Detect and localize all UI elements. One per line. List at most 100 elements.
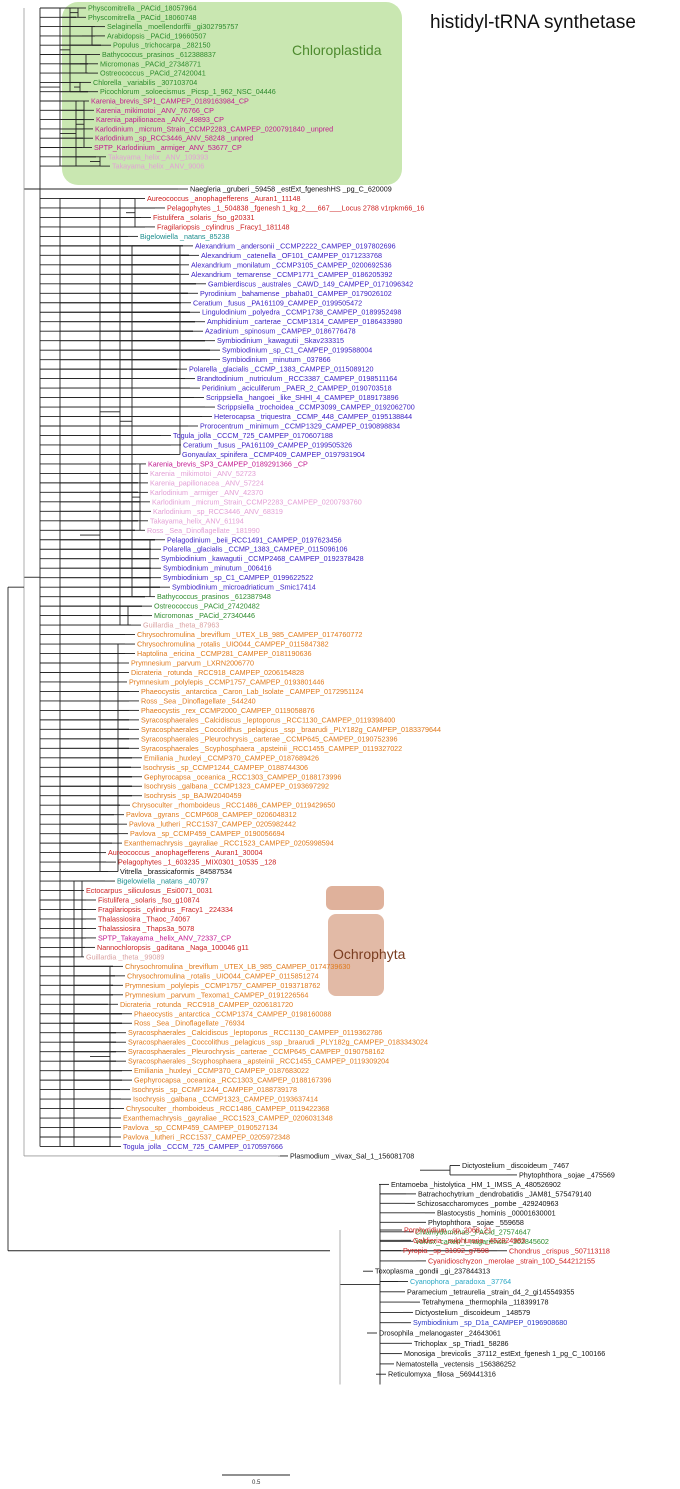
leaf-label: Exanthemachrysis _gayraliae _RCC1523_CAM…: [123, 1114, 333, 1123]
leaf-label: Chrysoculter _rhomboideus _RCC1486_CAMPE…: [126, 1104, 329, 1113]
leaf-label: Phaeocystis _antarctica _CCMP1374_CAMPEP…: [134, 1009, 331, 1018]
leaf-label: Alexandrium _temarense _CCMP1771_CAMPEP_…: [191, 270, 392, 279]
leaf-label: Syracosphaerales _Scyphosphaera _apstein…: [141, 744, 402, 753]
leaf-label: Pelagophytes _1_504838 _fgenesh 1_kg_2__…: [167, 203, 424, 212]
leaf-label: Nannochloropsis _gaditana _Naga_100046 g…: [97, 943, 249, 952]
leaf-label: Symbiodinium _sp_C1_CAMPEP_0199588004: [222, 346, 372, 355]
leaf-label: Guillardia _theta_87963: [143, 621, 219, 630]
leaf-label: Guillardia _theta _99089: [86, 952, 164, 961]
leaf-label: Ross _Sea_Dinoflagellate _181990: [147, 526, 260, 535]
leaf-label: Emiliania _huxleyi _CCMP370_CAMPEP_01876…: [144, 753, 319, 762]
leaf-label: Bigelowiella _natans _40797: [117, 877, 209, 886]
leaf-label: Exanthemachrysis _gayraliae _RCC1523_CAM…: [124, 839, 334, 848]
leaf-label: Alexandrium _monilatum _CCMP3105_CAMPEP_…: [191, 260, 392, 269]
leaf-label: Fistulifera _solaris _fso_g10874: [98, 896, 199, 905]
clade-label-ochrophyta: Ochrophyta: [333, 946, 406, 962]
leaf-label: Syracosphaerales _Coccolithus _pelagicus…: [128, 1038, 428, 1047]
leaf-label: Cyanophora _paradoxa _37764: [410, 1277, 511, 1286]
leaf-label: Cyanidioschyzon _merolae _strain_10D_544…: [428, 1256, 595, 1265]
leaf-label: Dicrateria _rotunda _RCC918_CAMPEP_02061…: [131, 668, 304, 677]
leaf-label: Picochlorum _soloecismus _Picsp_1_962_NS…: [100, 87, 276, 96]
leaf-label: Scrippsiella _hangoei _like_SHHI_4_CAMPE…: [206, 393, 399, 402]
leaf-label: Physcomitrella _PACid_18057964: [88, 4, 197, 13]
leaf-label: Karenia_brevis_SP1_CAMPEP_0189163984_CP: [91, 97, 249, 106]
leaf-label: Prymnesium _polylepis _CCMP1757_CAMPEP_0…: [129, 677, 324, 686]
leaf-label: Dicrateria _rotunda _RCC918_CAMPEP_02061…: [120, 1000, 293, 1009]
leaf-label: Takayama_helix _ANV_109393: [108, 152, 208, 161]
leaf-label: Bigelowiella _natans_85238: [140, 232, 230, 241]
leaf-label: Prymnesium _polylepis _CCMP1757_CAMPEP_0…: [125, 981, 320, 990]
leaf-label: Dictyostelium _discoideum _7467: [462, 1161, 569, 1170]
leaf-label: Gambierdiscus _australes _CAWD_149_CAMPE…: [208, 279, 413, 288]
leaf-label: Heterocapsa _triquestra _CCMP_448_CAMPEP…: [214, 412, 412, 421]
leaf-label: Thalassiosira _Thaps3a_5078: [98, 924, 194, 933]
leaf-label: Chrysochromulina _rotalis _UIO044_CAMPEP…: [127, 971, 319, 980]
leaf-label: Physcomitrella _PACid_18060748: [88, 13, 197, 22]
leaf-label: Pelagodinium _beii_RCC1491_CAMPEP_019762…: [167, 535, 342, 544]
leaf-label: Ross _Sea _Dinoflagellate _76934: [134, 1019, 245, 1028]
leaf-label: Blastocystis _hominis _00001630001: [437, 1208, 556, 1217]
leaf-label: Karlodinium _sp_RCC3446_ANV_68319: [153, 507, 283, 516]
leaf-label: Lingulodinium _polyedra _CCMP1738_CAMPEP…: [202, 308, 401, 317]
leaf-label: Entamoeba _histolytica _HM_1_IMSS_A_4805…: [391, 1180, 561, 1189]
leaf-labels: Physcomitrella _PACid_18057964Physcomitr…: [86, 4, 615, 1379]
leaf-label: Gonyaulax_spinifera _CCMP409_CAMPEP_0197…: [182, 450, 365, 459]
leaf-label: Syracosphaerales _Pleurochrysis _cartera…: [141, 734, 398, 743]
leaf-label: Isochrysis _galbana _CCMP1323_CAMPEP_019…: [144, 782, 329, 791]
leaf-label: Symbiodinium _microadriaticum _Smic17414: [172, 583, 316, 592]
leaf-label: Amphidinium _carterae _CCMP1314_CAMPEP_0…: [207, 317, 402, 326]
leaf-label: Tetrahymena _thermophila _118399178: [422, 1298, 549, 1307]
leaf-label: Prorocentrum _minimum _CCMP1329_CAMPEP_0…: [200, 422, 400, 431]
leaf-label: Nematostella _vectensis _156386252: [396, 1359, 516, 1368]
leaf-label: Gephyrocapsa _oceanica _RCC1303_CAMPEP_0…: [144, 772, 341, 781]
leaf-label: Bathycoccus_prasinos _612387948: [157, 592, 271, 601]
leaf-label: Chrysochromulina _breviflum _UTEX_LB_985…: [137, 630, 362, 639]
leaf-label: Syracosphaerales _Pleurochrysis _cartera…: [128, 1047, 385, 1056]
leaf-label: Karlodinium _micrum_Strain_CCMP2283_CAMP…: [152, 497, 362, 506]
leaf-label: Micromonas _PACid_27340446: [154, 611, 255, 620]
leaf-label: Pelagophytes _1_603235 _MIX0301_10535 _1…: [118, 858, 276, 867]
leaf-label: Pavlova _lutheri _RCC1537_CAMPEP_0205972…: [123, 1133, 290, 1142]
leaf-label: Ostreococcus _PACid_27420041: [100, 69, 206, 78]
leaf-label: Polarella _glacialis _CCMP_1383_CAMPEP_0…: [163, 545, 347, 554]
leaf-label: Azadinium _spinosum _CAMPEP_0186776478: [205, 327, 356, 336]
leaf-label: Drosophila _melanogaster _24643061: [379, 1329, 501, 1338]
leaf-label: Syracosphaerales _Scyphosphaera _apstein…: [128, 1057, 389, 1066]
leaf-label: Alexandrium _catenella _OF101_CAMPEP_017…: [201, 251, 382, 260]
leaf-label: Ross _Sea _Dinoflagellate _544240: [141, 696, 256, 705]
leaf-label: Batrachochytrium _dendrobatidis _JAM81_5…: [418, 1189, 591, 1198]
ochrophyta-box-main: [328, 914, 384, 996]
leaf-label: Brandtodinium _nutriculum _RCC3387_CAMPE…: [197, 374, 397, 383]
leaf-label: Karenia_brevis_SP3_CAMPEP_0189291366 _CP: [148, 459, 308, 468]
leaf-label: Chrysochromulina _breviflum _UTEX_LB_985…: [125, 962, 350, 971]
leaf-label: Haptolina _ericina _CCMP281_CAMPEP_01811…: [137, 649, 311, 658]
leaf-label: Porphyridium _sp_2068_21: [404, 1226, 492, 1235]
leaf-label: Polarella _glacialis _CCMP_1383_CAMPEP_0…: [189, 365, 373, 374]
chloroplastida-box: [62, 2, 402, 185]
leaf-label: Aureococcus _anophagefferens _Auran1_111…: [147, 194, 300, 203]
leaf-label: Chrysochromulina _rotalis _UIO044_CAMPEP…: [137, 640, 329, 649]
leaf-label: Plasmodium _vivax_Sal_1_156081708: [290, 1151, 414, 1160]
leaf-label: Ceratium _fusus _PA161109_CAMPEP_0199505…: [183, 440, 352, 449]
leaf-label: Phytophthora _sojae _475569: [519, 1170, 615, 1179]
leaf-label: Syracosphaerales _Coccolithus _pelagicus…: [141, 725, 441, 734]
leaf-label: Peridinium _aciculiferum _PAER_2_CAMPEP_…: [202, 384, 392, 393]
leaf-label: Pavlova _sp_CCMP459_CAMPEP_0190527134: [123, 1123, 278, 1132]
leaf-label: Pyropia _sp_31092_g7598: [403, 1246, 489, 1255]
leaf-label: Selaginella _moellendorffii _gi302795757: [107, 22, 238, 31]
ochrophyta-box: [326, 886, 384, 910]
leaf-label: Volvox_carteri_f_nagariensis _302845602: [415, 1237, 549, 1246]
leaf-label: Phaeocystis _antarctica _Caron_Lab_Isola…: [141, 687, 363, 696]
leaf-label: Reticulomyxa _filosa _569441316: [388, 1370, 496, 1379]
leaf-label: Fistulifera _solaris _fso_g20331: [153, 213, 254, 222]
leaf-label: Symbiodinium _kawagutii _Skav233315: [217, 336, 344, 345]
leaf-label: Isochrysis _galbana _CCMP1323_CAMPEP_019…: [133, 1095, 318, 1104]
leaf-label: Monosiga _brevicolis _37112_estExt_fgene…: [404, 1349, 605, 1358]
scale-bar-label: 0.5: [252, 1480, 261, 1486]
leaf-label: Trichoplax _sp_Triad1_58286: [414, 1339, 509, 1348]
leaf-label: Aureococcus _anophagefferens _Auran1_300…: [108, 848, 263, 857]
leaf-label: Schizosaccharomyces _pombe _429240963: [417, 1199, 558, 1208]
leaf-label: Pavlova _gyrans _CCMP608_CAMPEP_02060483…: [126, 810, 297, 819]
scale-bar: 0.5: [222, 1474, 290, 1486]
